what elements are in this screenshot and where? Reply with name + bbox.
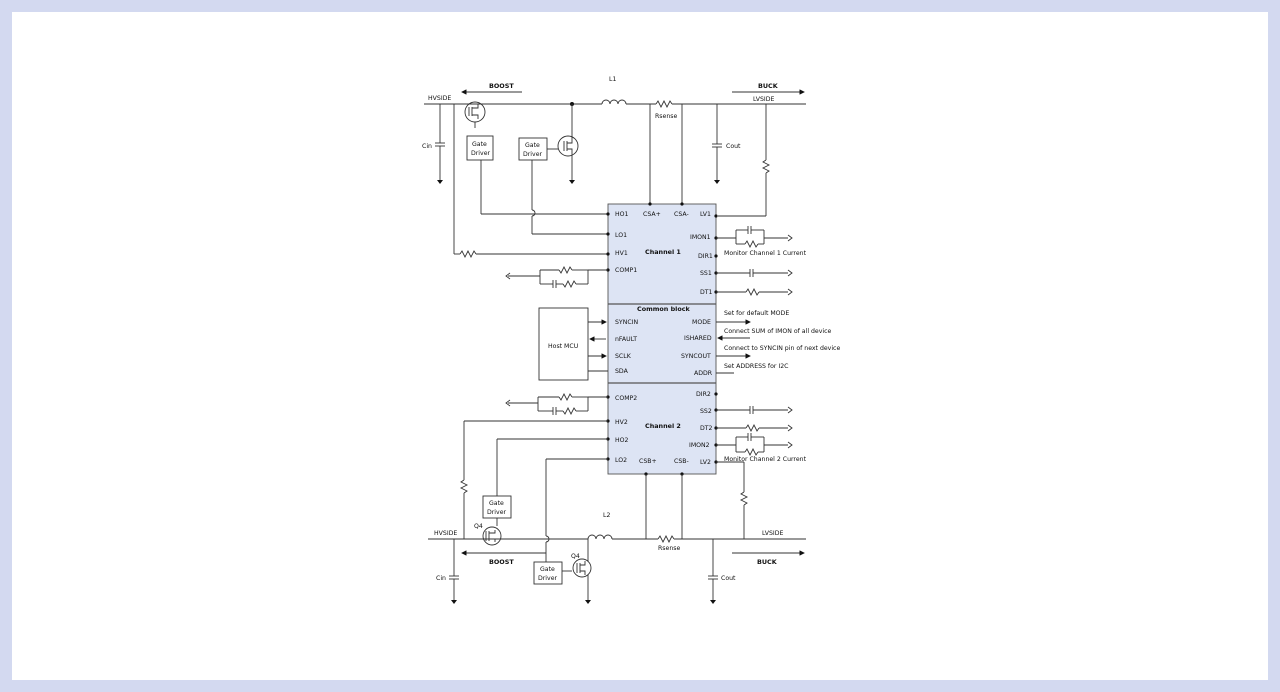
hvside-label-top: HVSIDE [428, 95, 451, 102]
pin-csa-plus: CSA+ [643, 211, 661, 218]
pin-hv1: HV1 [615, 250, 628, 257]
inductor-l2 [587, 534, 613, 540]
rsense-label-bottom: Rsense [658, 545, 680, 552]
svg-text:Gate: Gate [540, 566, 555, 573]
pin-mode: MODE [692, 319, 711, 326]
pin-comp1: COMP1 [615, 267, 637, 274]
l1-label: L1 [609, 76, 616, 83]
pin-dir2: DIR2 [696, 391, 711, 398]
rsense-bottom [657, 534, 675, 544]
cout-label-bottom: Cout [721, 575, 736, 582]
svg-text:Driver: Driver [487, 509, 506, 516]
pin-ho2: HO2 [615, 437, 629, 444]
top-power-stage: BOOST BUCK L1 HVSIDE LVSIDE Rsense Cin G… [422, 76, 806, 259]
host-mcu [538, 307, 589, 381]
note-ishared: Connect SUM of IMON of all device [724, 328, 832, 335]
pin-imon2: IMON2 [689, 442, 710, 449]
schematic-svg: BOOST BUCK L1 HVSIDE LVSIDE Rsense Cin G… [422, 76, 840, 604]
pin-addr: ADDR [694, 370, 713, 377]
pin-sda: SDA [615, 368, 629, 375]
pin-hv2: HV2 [615, 419, 628, 426]
bottom-power-stage: Gate Driver HVSIDE LVSIDE L2 Rsense BOOS… [428, 420, 806, 604]
cout-label-top: Cout [726, 143, 741, 150]
mosfet-q4-low [572, 558, 592, 578]
pin-lo2: LO2 [615, 457, 627, 464]
channel2-title: Channel 2 [645, 422, 681, 430]
pin-csa-minus: CSA- [674, 211, 689, 218]
pin-ishared: ISHARED [684, 335, 712, 342]
boost-label-bottom: BOOST [489, 558, 514, 566]
note-monitor-ch2: Monitor Channel 2 Current [724, 456, 807, 463]
hvside-label-bottom: HVSIDE [434, 530, 457, 537]
gate-driver-top-a [466, 135, 494, 161]
pin-dir1: DIR1 [698, 253, 713, 260]
buck-label-bottom: BUCK [757, 558, 778, 566]
rsense-top [655, 99, 673, 109]
svg-text:Gate: Gate [489, 500, 504, 507]
pin-comp2: COMP2 [615, 395, 637, 402]
pin-lo1: LO1 [615, 232, 627, 239]
ic-body [607, 203, 717, 475]
pin-syncin: SYNCIN [615, 319, 638, 326]
q4-label-b: Q4 [571, 553, 580, 560]
pin-csb-minus: CSB- [674, 458, 689, 465]
pin-sclk: SCLK [615, 353, 632, 360]
inductor-l1 [601, 99, 627, 105]
pin-lv1: LV1 [700, 211, 711, 218]
host-mcu-label: Host MCU [548, 343, 578, 350]
controller-ic: Channel 1 Common block Channel 2 CSA+ CS… [606, 202, 718, 476]
right-side-connections: Monitor Channel 1 Current Set for defaul… [716, 226, 840, 463]
lvside-label-bottom: LVSIDE [762, 530, 784, 537]
pin-ss2: SS2 [700, 408, 712, 415]
pin-dt1: DT1 [700, 289, 713, 296]
mosfet-low-top [557, 135, 579, 157]
buck-label-top: BUCK [758, 82, 779, 90]
pin-ho1: HO1 [615, 211, 629, 218]
note-mode: Set for default MODE [724, 310, 789, 317]
pin-syncout: SYNCOUT [681, 353, 711, 360]
pin-nfault: nFAULT [615, 336, 637, 343]
pin-lv2: LV2 [700, 459, 711, 466]
pin-dt2: DT2 [700, 425, 713, 432]
svg-text:Driver: Driver [538, 575, 557, 582]
boost-label-top: BOOST [489, 82, 514, 90]
lvside-label-top: LVSIDE [753, 96, 775, 103]
common-block-title: Common block [637, 305, 691, 313]
pin-imon1: IMON1 [690, 234, 711, 241]
svg-text:Driver: Driver [523, 151, 542, 158]
q4-label-a: Q4 [474, 523, 483, 530]
left-side-connections: Host MCU [505, 265, 608, 416]
pin-csb-plus: CSB+ [639, 458, 657, 465]
pin-ss1: SS1 [700, 270, 712, 277]
note-syncout: Connect to SYNCIN pin of next device [724, 345, 840, 352]
cin-label-bottom: Cin [436, 575, 446, 582]
note-monitor-ch1: Monitor Channel 1 Current [724, 250, 807, 257]
schematic-canvas: BOOST BUCK L1 HVSIDE LVSIDE Rsense Cin G… [12, 12, 1268, 680]
svg-text:Driver: Driver [471, 150, 490, 157]
mosfet-high-top [464, 101, 486, 123]
svg-text:Gate: Gate [525, 142, 540, 149]
rsense-label-top: Rsense [655, 113, 677, 120]
gate-driver-bottom-b [533, 561, 563, 585]
svg-text:Gate: Gate [472, 141, 487, 148]
l2-label: L2 [603, 512, 610, 519]
cin-label-top: Cin [422, 143, 432, 150]
mosfet-q4-high [482, 526, 502, 546]
channel1-title: Channel 1 [645, 248, 681, 256]
note-addr: Set ADDRESS for I2C [724, 363, 788, 370]
